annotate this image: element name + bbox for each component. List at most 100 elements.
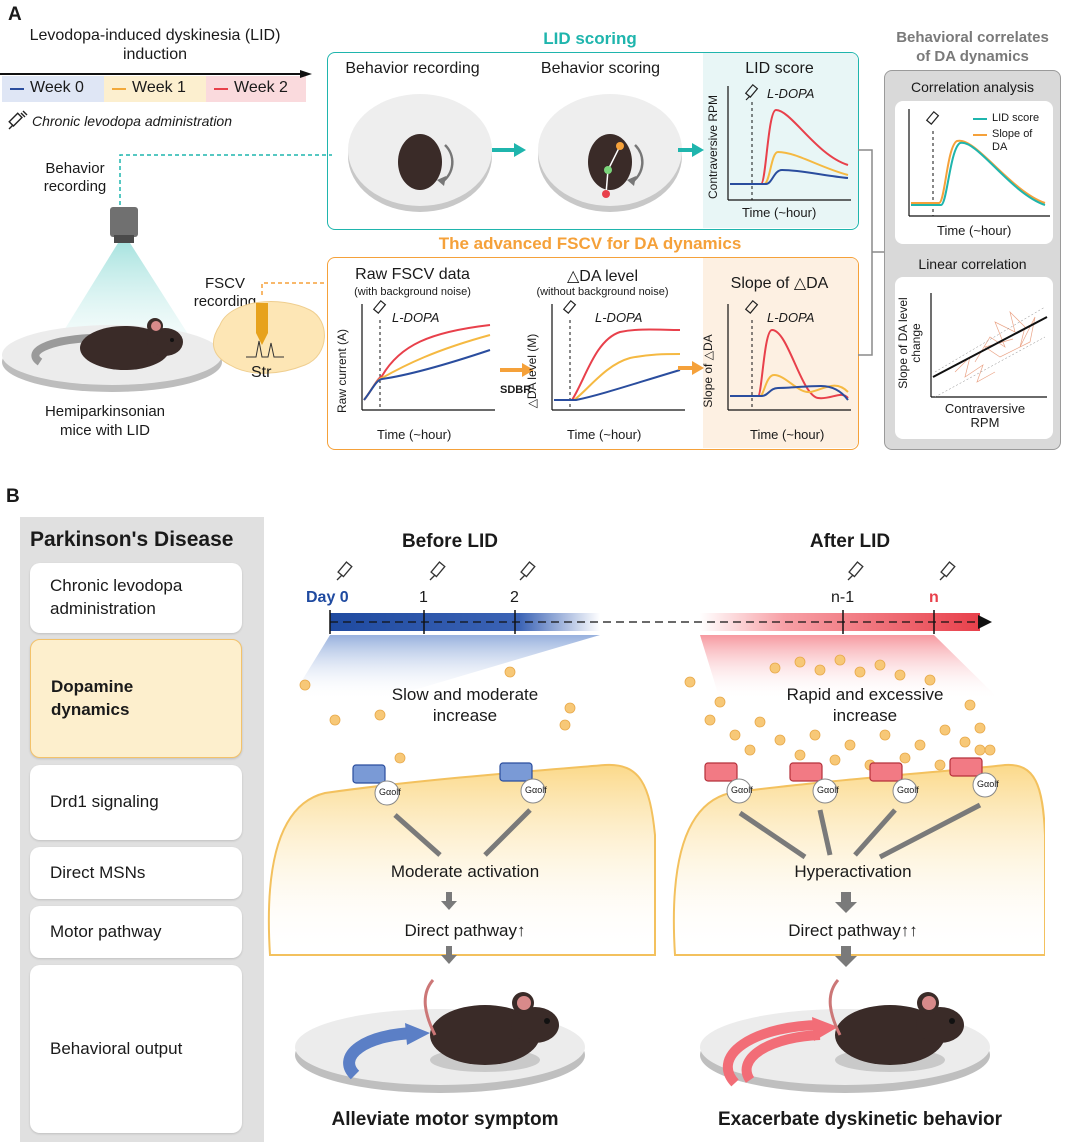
fscv-slope-shade (703, 258, 858, 448)
lin-ylabel: Slope of DA level change (896, 297, 923, 389)
correlates-title: Behavioral correlates of DA dynamics (896, 29, 1049, 65)
behavior-recording-label: Behavior recording (43, 160, 107, 195)
induction-timeline (0, 70, 312, 102)
camera-illustration (55, 207, 195, 345)
slope-ylabel: Slope of △DA (701, 334, 715, 408)
fscv-col1-sub: (with background noise) (354, 286, 471, 298)
slope-xlabel: Time (~hour) (750, 427, 825, 442)
slope-marker-label: L-DOPA (767, 310, 815, 325)
down-arrows (441, 892, 857, 967)
corr-xlabel: Time (~hour) (937, 223, 1012, 238)
cell-membranes (267, 757, 1045, 956)
lid-marker-label: L-DOPA (767, 86, 815, 101)
fscv-col1: Raw FSCV data (355, 266, 470, 283)
raw-xlabel: Time (~hour) (377, 427, 452, 442)
tick-1: 1 (419, 589, 428, 606)
lid-timeline (300, 561, 1000, 700)
before-lid-title: Before LID (401, 531, 499, 552)
after-dopamine-text: Rapid and excessive increase (786, 685, 944, 725)
tick-2: 2 (510, 589, 519, 606)
dashed-connector-behavior (119, 154, 332, 205)
tick-n-1: n-1 (831, 589, 855, 606)
lin-chart (930, 293, 1048, 398)
lid-score-chart (727, 83, 851, 201)
lid-scoring-title: LID scoring (543, 29, 637, 48)
sidebar-item-output: Behavioral output (30, 965, 242, 1133)
lin-xlabel: Contraversive RPM (944, 401, 1026, 430)
before-dopamine-text: Slow and moderate increase (391, 685, 539, 725)
week-1-label: Week 1 (132, 79, 186, 96)
sidebar-item-msns: Direct MSNs (30, 847, 242, 899)
slope-chart (727, 300, 851, 411)
receptor-label-a2: Gαolf (817, 785, 839, 795)
panel-a-letter: A (8, 4, 22, 25)
sdbr-label: SDBR (500, 384, 532, 396)
receptor-label-a4: Gαolf (977, 779, 999, 789)
raw-ylabel: Raw current (A) (335, 328, 349, 414)
before-activation: Moderate activation (390, 862, 540, 881)
behavior-scoring-dish (538, 94, 682, 212)
sidebar-item-motor: Motor pathway (30, 906, 242, 958)
behavior-recording-dish (348, 94, 492, 212)
after-outcome: Exacerbate dyskinetic behavior (717, 1109, 1003, 1130)
tick-n: n (929, 589, 939, 606)
bracket-connector (858, 149, 886, 356)
lid-col2: Behavior scoring (540, 60, 661, 77)
before-outcome: Alleviate motor symptom (331, 1109, 559, 1130)
arrow-teal-2 (678, 143, 704, 157)
sidebar-item-chronic: Chronic levodopa administration (30, 563, 242, 633)
corr-legend-1: LID score (992, 112, 1040, 124)
after-pathway: Direct pathway↑↑ (788, 921, 918, 940)
arrow-sdbr (500, 363, 534, 377)
delta-xlabel: Time (~hour) (567, 427, 642, 442)
receptor-label-a3: Gαolf (897, 785, 919, 795)
mouse-platform (2, 318, 222, 392)
corr-chart (908, 109, 1050, 217)
arrow-orange-2 (678, 361, 704, 375)
corr-card (895, 101, 1053, 244)
lid-score-shade (703, 53, 858, 228)
fscv-recording-label: FSCV recording (193, 275, 257, 310)
chronic-label: Chronic levodopa administration (32, 113, 232, 129)
syringe-icon (8, 110, 28, 130)
before-pathway: Direct pathway↑ (404, 921, 526, 940)
panel-b-letter: B (6, 486, 20, 507)
lid-xlabel: Time (~hour) (742, 205, 817, 220)
delta-marker-label: L-DOPA (595, 310, 643, 325)
lid-scoring-box (327, 52, 859, 230)
arrow-teal-1 (492, 143, 526, 157)
fscv-col2-sub: (without background noise) (536, 286, 669, 298)
pd-sidebar-title: Parkinson's Disease (30, 528, 234, 551)
fscv-col2: △DA level (567, 268, 638, 285)
receptor-label-b1: Gαolf (379, 787, 401, 797)
after-mouse-platform (700, 979, 990, 1093)
corr-title: Correlation analysis (911, 79, 1034, 95)
brain-illustration (212, 282, 328, 374)
before-mouse-platform (295, 979, 585, 1093)
after-activation: Hyperactivation (794, 862, 912, 881)
tick-day0: Day 0 (306, 589, 349, 606)
raw-fscv-chart (361, 300, 495, 411)
lid-col3: LID score (745, 60, 814, 77)
week-0-label: Week 0 (30, 79, 84, 96)
corr-legend-2: Slope of DA (992, 128, 1033, 153)
receptor-label-b2: Gαolf (525, 785, 547, 795)
lid-col1: Behavior recording (345, 60, 480, 77)
induction-title: Levodopa-induced dyskinesia (LID) induct… (29, 27, 281, 63)
lin-card (895, 277, 1053, 439)
fscv-title: The advanced FSCV for DA dynamics (438, 234, 742, 253)
delta-ylabel: △DA level (M) (525, 333, 539, 409)
after-lid-title: After LID (809, 531, 891, 552)
receptor-label-a1: Gαolf (731, 785, 753, 795)
sidebar-item-drd1: Drd1 signaling (30, 765, 242, 840)
mice-label: Hemiparkinsonian mice with LID (44, 403, 166, 439)
sidebar-item-dopamine: Dopamine dynamics (30, 639, 242, 758)
str-label: Str (251, 364, 272, 381)
fscv-box (327, 257, 859, 450)
lin-title: Linear correlation (918, 256, 1027, 272)
lid-ylabel: Contraversive RPM (706, 94, 720, 200)
raw-marker-label: L-DOPA (392, 310, 440, 325)
dopamine-dots (299, 654, 996, 771)
delta-da-chart (551, 300, 685, 411)
week-2-label: Week 2 (234, 79, 288, 96)
